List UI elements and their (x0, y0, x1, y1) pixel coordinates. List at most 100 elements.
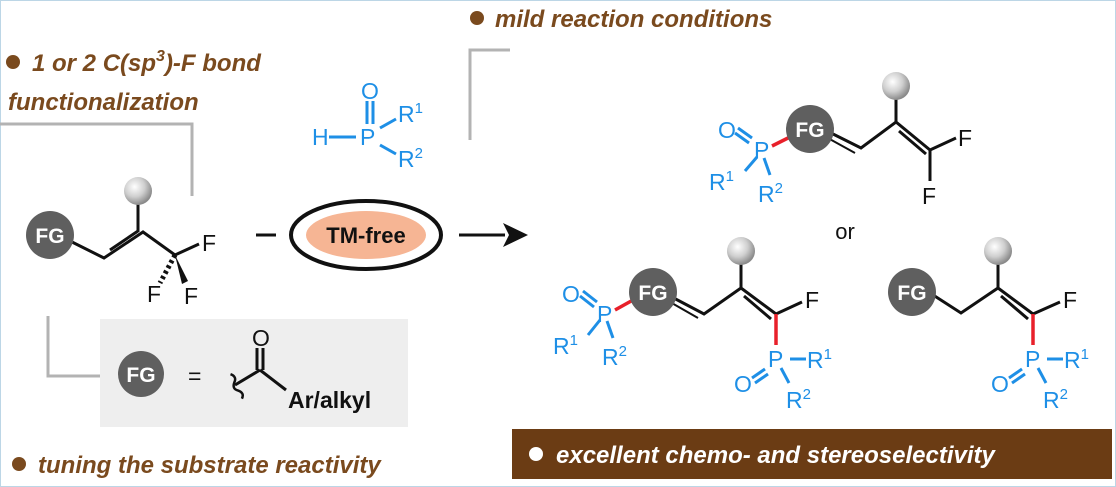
substituent-sphere (124, 177, 152, 205)
fg-label: FG (897, 282, 926, 305)
bond-po-double (754, 372, 769, 385)
atom-f: F (922, 183, 936, 209)
double-bond-inner (669, 301, 699, 319)
equals-sign: = (188, 363, 201, 389)
callout-line-fg (46, 316, 100, 378)
bond-cf-dashed (157, 253, 178, 285)
substrate-skeleton (67, 230, 176, 260)
fg-label: FG (638, 282, 667, 305)
bond-po-double (579, 294, 595, 309)
fg-circle (26, 211, 74, 259)
badge-inner-fill (306, 211, 426, 259)
double-bond-inner (743, 294, 772, 321)
group-label: Ar/alkyl (288, 387, 371, 413)
fg-label: FG (126, 364, 155, 387)
tm-free-badge: TM-free (289, 199, 443, 271)
fg-circle (629, 268, 677, 316)
product-skeleton (824, 120, 957, 152)
bond-po-double (1008, 367, 1023, 380)
bullet-cf-bond: 1 or 2 C(sp3)-F bond functionalization (6, 48, 262, 116)
product-skeleton (929, 286, 1061, 316)
bullet-text: tuning the substrate reactivity (38, 452, 382, 479)
atom-f: F (1063, 287, 1077, 313)
substituent-sphere (882, 72, 910, 100)
bond-pr2 (1036, 367, 1048, 384)
atom-f: F (958, 125, 972, 151)
bullet-dot (6, 55, 20, 69)
or-connector: or (835, 219, 855, 244)
bond-pr1 (586, 319, 602, 336)
wavy-bond-icon (230, 373, 244, 400)
atom-p: P (1025, 346, 1040, 372)
bond-cf-wedge (175, 255, 188, 284)
substrate-structure: F F F FG (26, 177, 216, 309)
atom-p: P (754, 137, 769, 163)
callout-line-mild (468, 48, 510, 140)
fg-circle (118, 351, 164, 397)
banner-text: excellent chemo- and stereoselectivity (556, 442, 997, 469)
product-skeleton (667, 286, 803, 316)
atom-p: P (768, 346, 783, 372)
reaction-arrow-head (503, 223, 528, 247)
substituent-sphere (984, 237, 1012, 265)
atom-p: P (360, 124, 375, 150)
callout-line-cf (0, 122, 194, 196)
substituent-r2: R2 (786, 386, 811, 413)
product-mono-phosphorylated: F P O R1 R2 FG (888, 237, 1089, 413)
substituent-r2: R2 (758, 180, 783, 207)
badge-label: TM-free (326, 223, 405, 248)
double-bond-inner (898, 129, 927, 156)
bond-pr1 (743, 156, 759, 172)
bond-pr2 (379, 143, 397, 156)
bullet-tuning: tuning the substrate reactivity (12, 452, 382, 479)
atom-o: O (252, 325, 270, 351)
selectivity-banner: excellent chemo- and stereoselectivity (512, 429, 1112, 479)
bond-pr1 (379, 117, 397, 130)
substituent-r1: R1 (709, 168, 734, 195)
double-bond-inner (109, 229, 139, 252)
bond-pr2 (762, 157, 772, 176)
substituent-r1: R1 (553, 332, 578, 359)
bond-pr2 (605, 320, 615, 339)
atom-f: F (147, 281, 161, 307)
atom-p: P (597, 301, 612, 327)
fg-circle (888, 268, 936, 316)
new-bond-p-fg (614, 298, 634, 312)
atom-f: F (184, 283, 198, 309)
substituent-r1: R1 (807, 346, 832, 373)
bullet-dot (12, 457, 26, 471)
atom-o: O (718, 117, 736, 143)
bond-pr2 (779, 367, 791, 384)
fg-label: FG (795, 119, 824, 142)
substituent-sphere (727, 237, 755, 265)
bond-po-double (734, 131, 750, 145)
bond-po-double (582, 289, 598, 304)
bullet-text: mild reaction conditions (495, 6, 772, 33)
bond-po-double (737, 126, 753, 140)
atom-o: O (734, 371, 752, 397)
bullet-text-line1: 1 or 2 C(sp3)-F bond (32, 48, 262, 77)
product-mono-defluorinated: O P R1 R2 F F FG (709, 72, 972, 209)
fg-label: FG (35, 225, 64, 248)
bond-c-r (259, 368, 287, 392)
atom-o: O (361, 78, 379, 104)
banner-background (512, 429, 1112, 479)
phosphine-oxide-reagent: O H P R1 R2 (312, 78, 423, 172)
bond-acyl (234, 368, 261, 387)
bullet-mild-conditions: mild reaction conditions (470, 6, 772, 33)
new-bond-p-fg (771, 135, 791, 148)
atom-f: F (202, 230, 216, 256)
fg-definition: FG = O Ar/alkyl (118, 325, 371, 413)
bullet-dot (470, 11, 484, 25)
atom-f: F (805, 287, 819, 313)
double-bond-inner (1000, 294, 1029, 321)
substituent-r1: R1 (398, 100, 423, 127)
substituent-r2: R2 (602, 343, 627, 370)
fg-circle (786, 105, 834, 153)
bond-cf (174, 242, 200, 257)
atom-o: O (562, 281, 580, 307)
product-bis-phosphorylated: O P R1 R2 F P O R1 R2 FG (553, 237, 832, 413)
substituent-r2: R2 (398, 145, 423, 172)
bond-po-double (1011, 372, 1026, 385)
